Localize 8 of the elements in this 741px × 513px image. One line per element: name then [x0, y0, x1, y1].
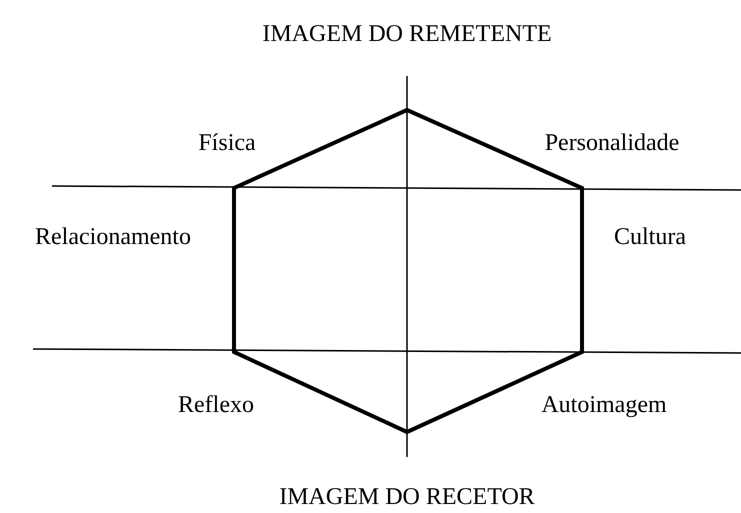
axis-label: IMAGEM DO RECETOR	[279, 485, 535, 509]
facet-label: Física	[198, 131, 256, 155]
diagram-title: IMAGEM DO REMETENTE	[262, 22, 552, 46]
facet-label: Reflexo	[178, 393, 254, 417]
facet-label: Cultura	[614, 225, 686, 249]
facet-label: Autoimagem	[541, 393, 667, 417]
facet-label: Relacionamento	[35, 225, 191, 249]
facet-label: Personalidade	[544, 131, 680, 155]
